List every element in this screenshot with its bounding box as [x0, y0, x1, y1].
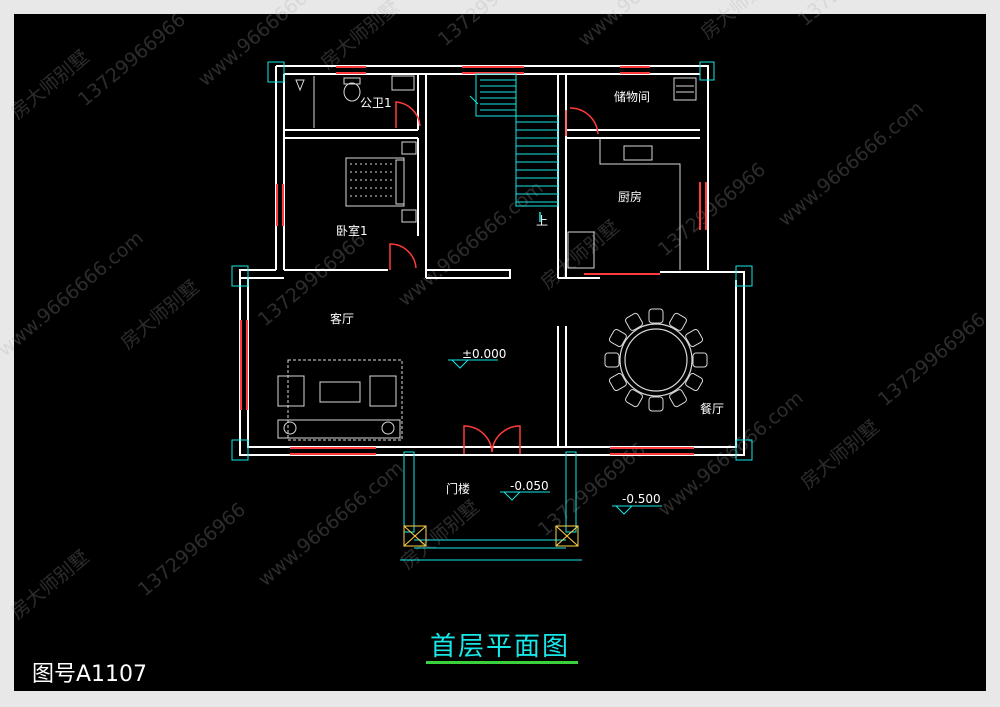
drawing-title: 首层平面图: [430, 632, 571, 662]
title-underline: [426, 661, 578, 664]
dining-chair: [692, 352, 708, 368]
dining-table: [619, 323, 693, 397]
dining-chair: [625, 389, 643, 408]
dining-chair: [648, 396, 664, 412]
dining-chairs: [604, 308, 708, 412]
level-label-porch: -0.050: [510, 479, 549, 493]
stairs: [469, 73, 559, 207]
floor-plan: [231, 61, 753, 561]
dining-chair: [604, 352, 620, 368]
room-label-entrance: 门楼: [446, 482, 471, 496]
porch-columns: [403, 525, 579, 547]
drawing-number: 图号A1107: [32, 662, 148, 687]
kitchen-counter: [567, 138, 681, 270]
dining-chair: [648, 308, 664, 324]
level-label-outside: -0.500: [622, 492, 661, 506]
wc-fixtures: [295, 75, 415, 128]
storage-cabinet: [673, 77, 697, 101]
room-label-kitchen: 厨房: [618, 190, 643, 204]
wall-top-wing: [276, 65, 709, 270]
room-label-bedroom: 卧室1: [336, 224, 368, 238]
dining-chair: [625, 312, 643, 331]
column-marks: [231, 61, 753, 561]
room-label-dining-room: 餐厅: [700, 402, 725, 416]
stair-up-mark: 上: [536, 214, 549, 228]
wall-stub: [426, 269, 511, 279]
dining-chair: [669, 312, 687, 331]
room-label-public-wc: 公卫1: [360, 96, 392, 110]
dining-chair: [685, 373, 704, 391]
sofa-set: [277, 359, 403, 441]
room-label-storage: 储物间: [614, 90, 651, 104]
room-label-living-room: 客厅: [330, 312, 355, 326]
windows: [240, 66, 707, 455]
dining-chair: [608, 329, 627, 347]
dining-chair: [669, 389, 687, 408]
dining-chair: [685, 329, 704, 347]
wall-lower-outline: [239, 269, 745, 456]
doors: [389, 101, 599, 454]
level-markers: [448, 359, 662, 515]
dining-chair: [608, 373, 627, 391]
cad-canvas: 房大师别墅13729966966www.9666666.com房大师别墅1372…: [0, 0, 990, 691]
level-label-main: ±0.000: [462, 347, 507, 361]
exterior-walls: [239, 65, 745, 456]
interior-walls: [240, 74, 708, 447]
bed: [345, 141, 417, 223]
